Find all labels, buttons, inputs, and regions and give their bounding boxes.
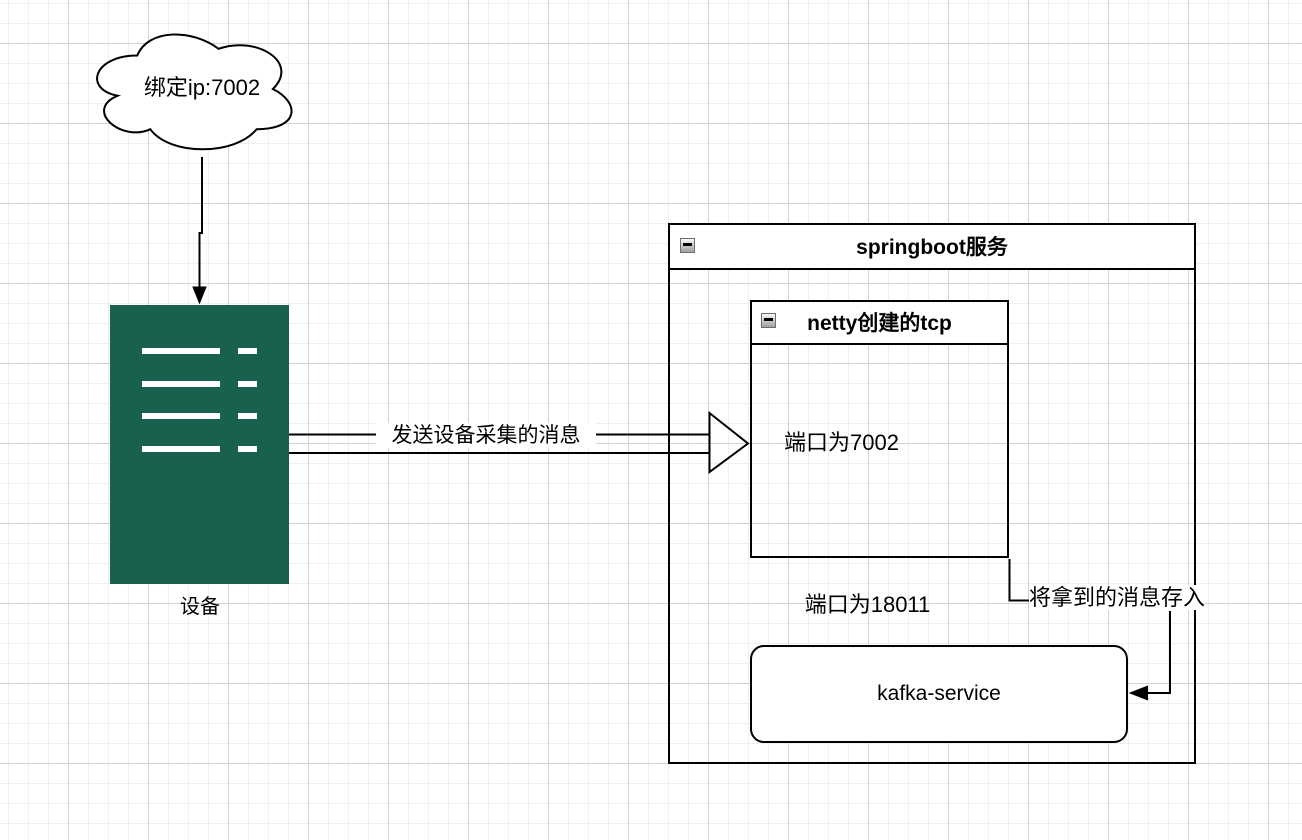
send-edge-label: 发送设备采集的消息 (376, 423, 596, 448)
netty-port-label: 端口为7002 (784, 430, 899, 455)
device-label: 设备 (180, 596, 220, 618)
cloud-to-device-connector[interactable] (198, 157, 203, 288)
minus-bar (764, 318, 773, 321)
collapse-minus-icon[interactable] (680, 238, 695, 253)
netty-title: netty创建的tcp (807, 312, 952, 335)
device-list-dash (238, 381, 257, 387)
left-arrowhead-icon (1128, 685, 1148, 701)
device-list-line (142, 413, 220, 419)
minus-bar (683, 243, 692, 246)
store-edge-label: 将拿到的消息存入 (1029, 585, 1206, 610)
kafka-label: kafka-service (877, 682, 1001, 705)
device-list-dash (238, 413, 257, 419)
device-list-line (142, 446, 220, 452)
collapse-minus-icon[interactable] (761, 313, 776, 328)
device-list-dash (238, 348, 257, 354)
springboot-title: springboot服务 (856, 236, 1008, 259)
device-shape[interactable] (110, 305, 289, 584)
springboot-port-label: 端口为18011 (804, 592, 931, 617)
netty-to-label-connector[interactable] (1008, 559, 1030, 602)
netty-box[interactable]: netty创建的tcp (750, 300, 1009, 558)
device-list-dash (238, 446, 257, 452)
cloud-label: 绑定ip:7002 (143, 75, 261, 100)
store-to-kafka-connector[interactable] (1148, 611, 1171, 694)
cloud-shape[interactable] (96, 33, 293, 151)
kafka-box[interactable]: kafka-service (750, 645, 1128, 743)
device-list-line (142, 348, 220, 354)
block-arrowhead-icon (708, 410, 750, 474)
springboot-container[interactable]: springboot服务 (668, 223, 1196, 764)
down-arrowhead-icon (192, 286, 207, 305)
netty-header: netty创建的tcp (752, 302, 1007, 345)
device-list-line (142, 381, 220, 387)
springboot-header: springboot服务 (670, 225, 1194, 270)
